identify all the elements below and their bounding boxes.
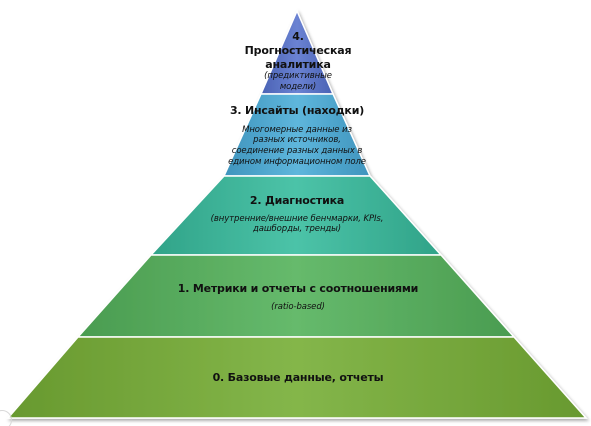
level-2-subtitle-line: дашборды, тренды) bbox=[252, 224, 342, 235]
level-0-label: 0. Базовые данные, отчеты bbox=[138, 371, 458, 385]
level-1-subtitle: (ratio-based) bbox=[271, 301, 325, 312]
level-0-title: 0. Базовые данные, отчеты bbox=[212, 371, 384, 384]
level-0-segment bbox=[6, 336, 588, 419]
level-4-title: 4. Прогностическая аналитика bbox=[233, 30, 363, 71]
level-4-title-line: аналитика bbox=[265, 57, 331, 71]
level-4-subtitle-line: модели) bbox=[279, 81, 317, 92]
level-4-subtitle-line: (предиктивные bbox=[264, 71, 332, 82]
level-4-label: 4. Прогностическая аналитика (предиктивн… bbox=[233, 30, 363, 93]
corner-circle-decoration bbox=[0, 410, 12, 426]
level-3-subtitle-line: едином информационном поле bbox=[228, 156, 366, 167]
level-3-subtitle: Многомерные данные из разных источников,… bbox=[217, 125, 377, 168]
level-3-subtitle-line: Многомерные данные из bbox=[242, 124, 352, 135]
level-4-title-line: 4. bbox=[292, 30, 304, 43]
level-3-label: 3. Инсайты (находки) Многомерные данные … bbox=[217, 104, 377, 167]
level-3-title: 3. Инсайты (находки) bbox=[229, 104, 365, 117]
level-2-subtitle-line: (внутренние/внешние бенчмарки, KPIs, bbox=[210, 213, 384, 224]
level-4-title-line: Прогностическая bbox=[244, 43, 352, 57]
level-2-subtitle: (внутренние/внешние бенчмарки, KPIs, даш… bbox=[177, 214, 417, 235]
level-1-label: 1. Метрики и отчеты с соотношениями (rat… bbox=[138, 282, 458, 312]
level-3-subtitle-line: разных источников, bbox=[253, 135, 341, 146]
level-3-subtitle-line: соединение разных данных в bbox=[231, 146, 363, 156]
level-1-title: 1. Метрики и отчеты с соотношениями bbox=[177, 282, 419, 295]
level-2-title: 2. Диагностика bbox=[249, 194, 345, 207]
level-2-label: 2. Диагностика (внутренние/внешние бенчм… bbox=[177, 194, 417, 235]
level-4-subtitle: (предиктивные модели) bbox=[233, 71, 363, 92]
